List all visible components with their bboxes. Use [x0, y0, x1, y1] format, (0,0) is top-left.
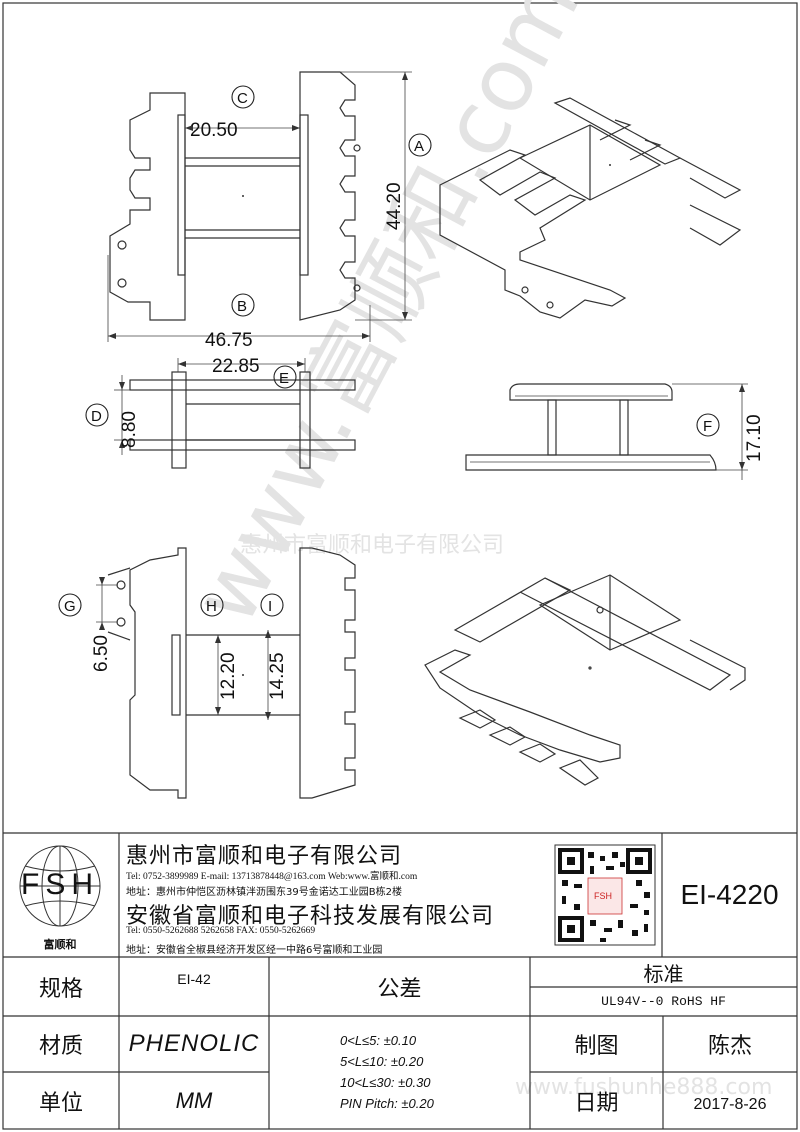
material-label: 材质	[38, 1034, 83, 1059]
bottom-view: 6.50 12.20 14.25	[91, 547, 356, 799]
title-block-grid	[3, 832, 797, 1129]
callouts: C A B E D F G H I	[58, 85, 720, 617]
iso-view-top	[439, 97, 742, 319]
callout-i: I	[268, 598, 272, 615]
date-label: 日期	[574, 1090, 619, 1116]
dim-c-value: 20.50	[190, 120, 238, 141]
date-value: 2017-8-26	[693, 1095, 767, 1113]
company2-address: 地址：安徽省全椒县经济开发区经一中路6号富顺和工业园	[126, 945, 383, 956]
company1-name: 惠州市富顺和电子有限公司	[126, 844, 403, 869]
callout-g: G	[64, 598, 76, 615]
dim-e-value: 22.85	[212, 356, 260, 377]
drawn-label: 制图	[574, 1034, 619, 1059]
dim-b-value: 46.75	[205, 330, 253, 351]
iso-view-bottom	[424, 574, 746, 786]
tolerance-values: 0<L≤5: ±0.10 5<L≤10: ±0.20 10<L≤30: ±0.3…	[340, 1030, 520, 1114]
callout-c: C	[237, 90, 248, 107]
tolerance-line-2: 5<L≤10: ±0.20	[340, 1054, 424, 1069]
company2-tel: Tel: 0550-5262688 5262658 FAX: 0550-5262…	[126, 926, 316, 936]
logo-letters: FSH	[21, 868, 99, 901]
site-watermark: www.fushunhe888.com	[515, 1075, 772, 1100]
qr-center-label: FSH	[594, 891, 612, 901]
callout-b: B	[237, 298, 247, 315]
unit-value: MM	[175, 1087, 213, 1113]
callout-a: A	[414, 138, 424, 155]
dim-h-value: 12.20	[218, 652, 239, 700]
callout-e: E	[279, 370, 289, 387]
part-number: EI-4220	[680, 879, 779, 910]
unit-label: 单位	[38, 1090, 83, 1116]
fsh-globe-logo	[19, 845, 101, 927]
spec-label: 规格	[38, 976, 83, 1002]
material-value: PHENOLIC	[128, 1030, 260, 1057]
spec-value: EI-42	[177, 971, 211, 987]
callout-d: D	[91, 408, 102, 425]
dim-f-value: 17.10	[744, 414, 765, 462]
drawn-value: 陈杰	[707, 1034, 752, 1059]
front-view: 17.10	[465, 383, 765, 480]
callout-f: F	[703, 418, 712, 435]
top-view: 20.50 44.20 46.75	[107, 71, 412, 351]
side-view: 22.85 8.80	[114, 356, 356, 469]
tolerance-line-4: PIN Pitch: ±0.20	[340, 1096, 434, 1111]
dim-i-value: 14.25	[267, 652, 288, 700]
tolerance-line-1: 0<L≤5: ±0.10	[340, 1033, 417, 1048]
tolerance-line-3: 10<L≤30: ±0.30	[340, 1075, 431, 1090]
tolerance-label: 公差	[377, 976, 422, 1002]
dim-a-value: 44.20	[384, 182, 405, 230]
standard-value: UL94V--0 RoHS HF	[601, 994, 726, 1009]
company2-name: 安徽省富顺和电子科技发展有限公司	[126, 904, 495, 929]
company-watermark: 惠州市富顺和电子有限公司	[240, 533, 504, 558]
standard-label: 标准	[643, 961, 684, 986]
company1-address: 地址：惠州市仲恺区沥林镇泮沥围东39号金诺达工业园B栋2楼	[126, 887, 402, 898]
qr-code-image: FSH	[554, 844, 656, 946]
company1-tel: Tel: 0752-3899989 E-mail: 13713878448@16…	[126, 872, 418, 882]
dim-d-value: 8.80	[119, 411, 140, 448]
logo-caption: 富顺和	[43, 938, 77, 951]
dim-g-value: 6.50	[91, 635, 112, 672]
callout-h: H	[206, 598, 217, 615]
